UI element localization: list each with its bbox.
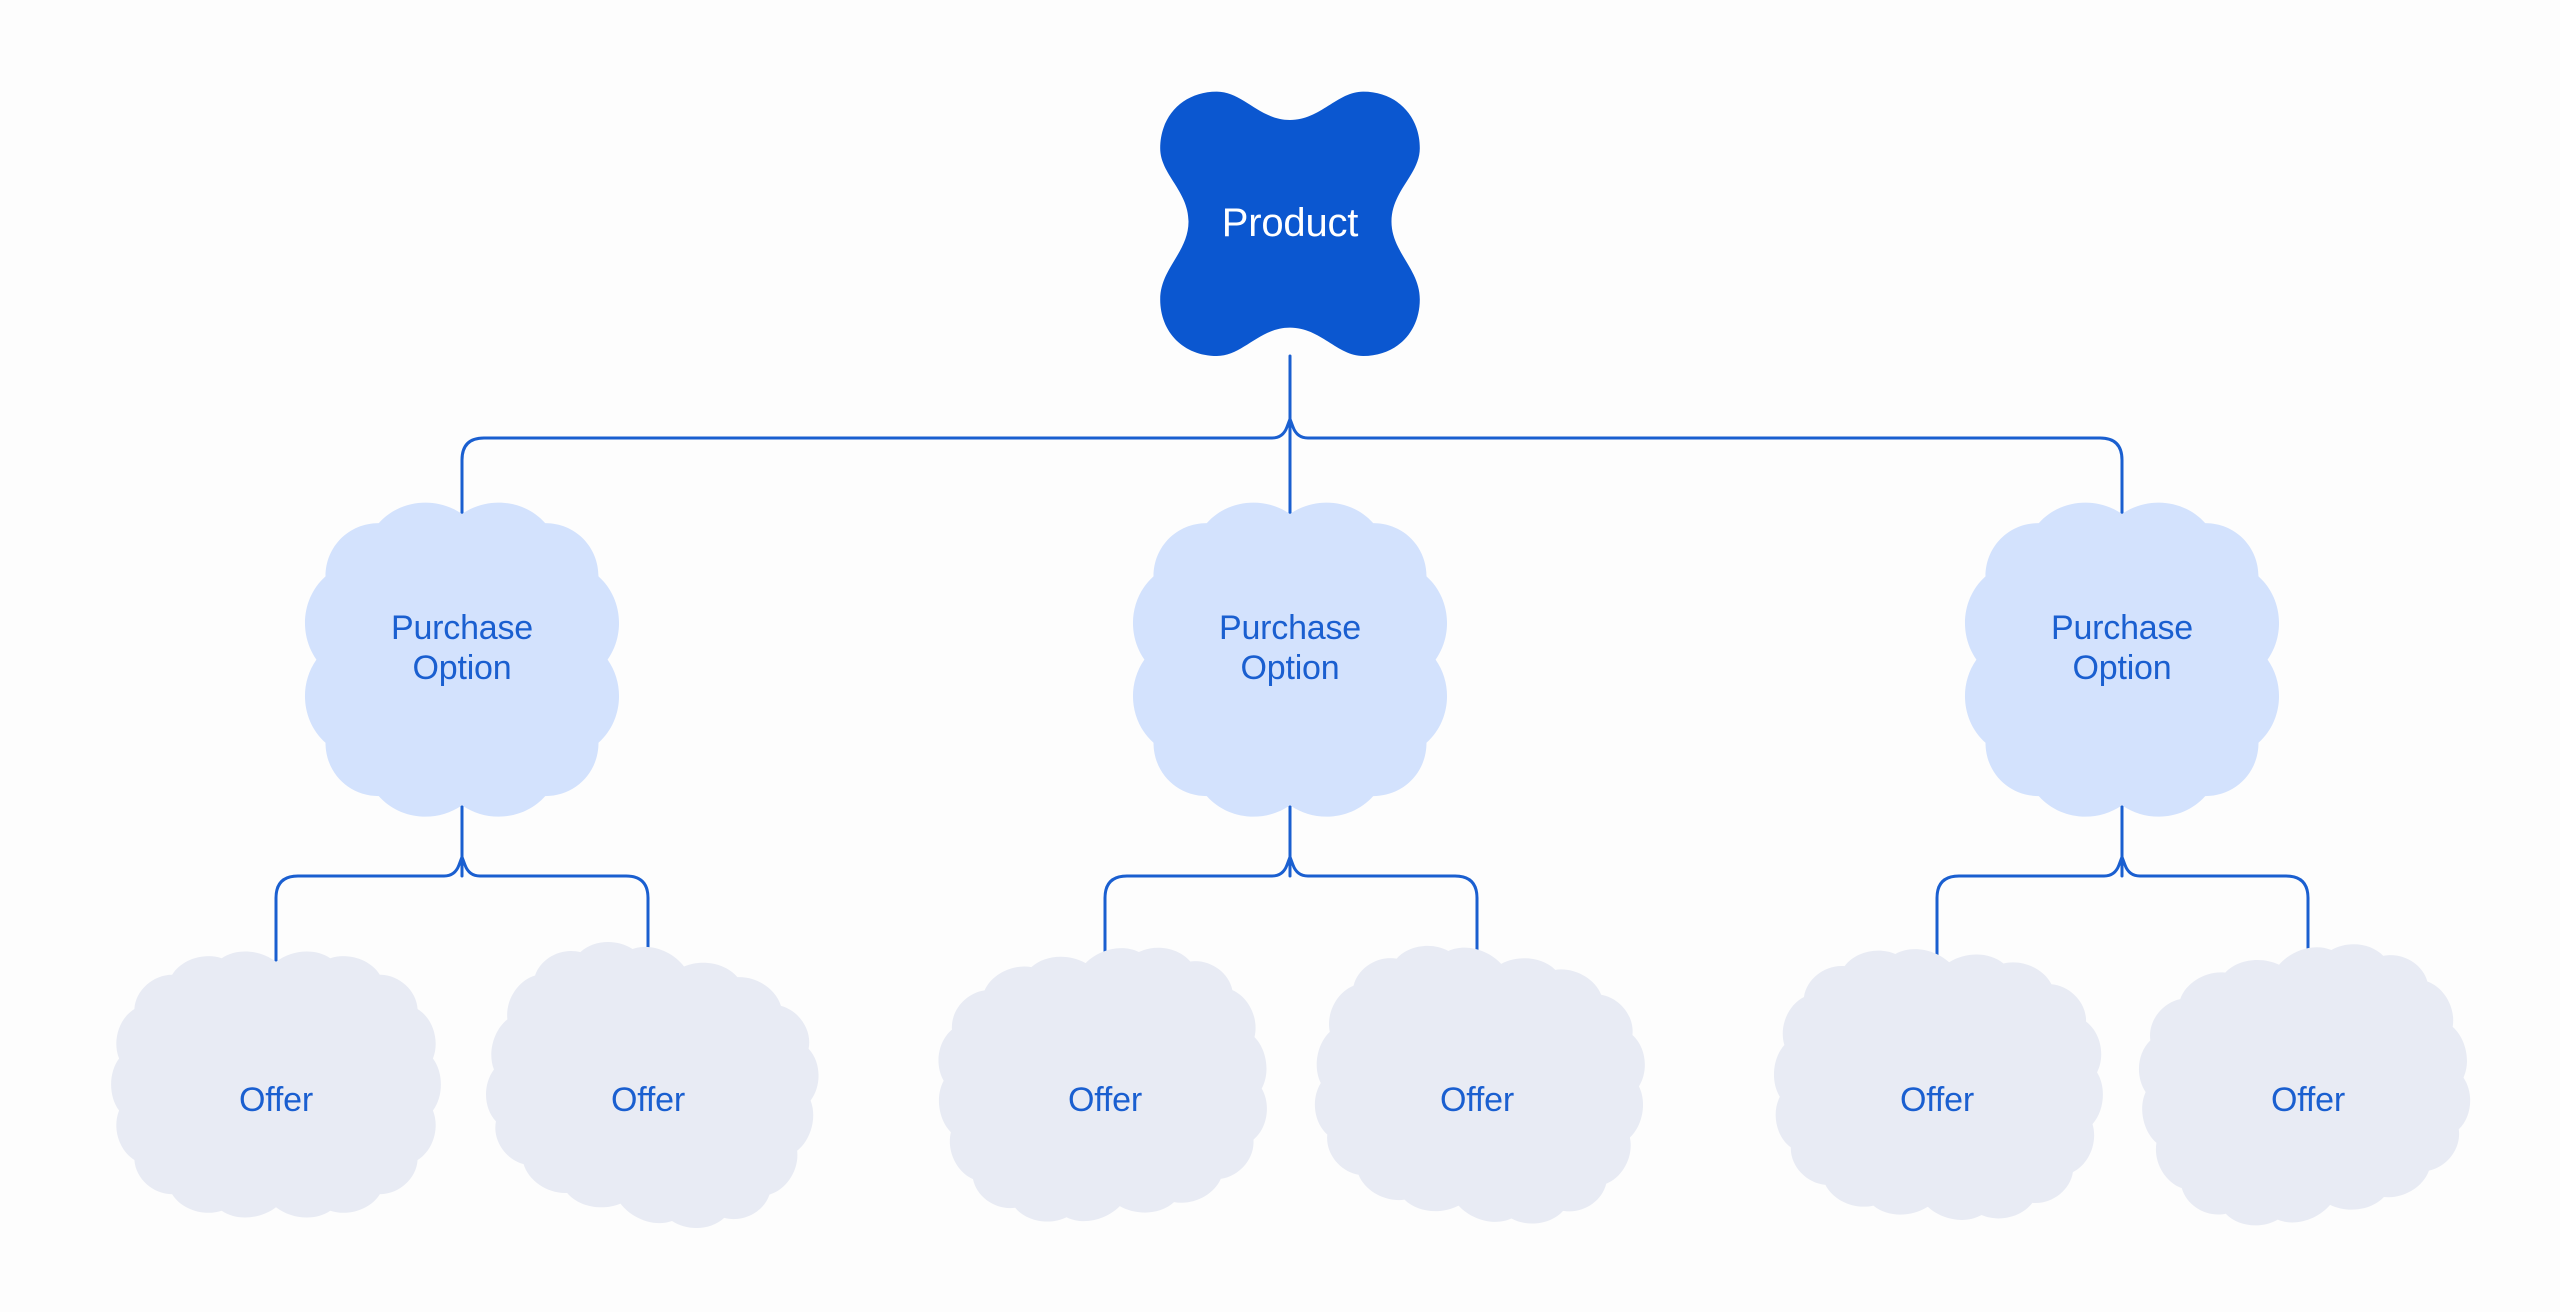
connector-branch-2-bus	[1103, 855, 1479, 967]
connector-branch-3-bus	[1935, 855, 2310, 967]
product-node-layer	[1160, 91, 1420, 356]
offer-node-shape[interactable]	[1294, 925, 1665, 1244]
offer-node-shape[interactable]	[1763, 938, 2115, 1232]
purchase-option-node-shape[interactable]	[1964, 502, 2280, 817]
offer-node-shape[interactable]	[459, 914, 846, 1256]
product-node-shape[interactable]	[1160, 91, 1420, 356]
connector-root-bus	[460, 417, 2124, 522]
purchase-option-node-layer	[304, 502, 2280, 817]
connector-layer	[274, 354, 2310, 967]
connector-branch-1-bus	[274, 855, 650, 967]
purchase-option-node-shape[interactable]	[1132, 502, 1448, 817]
offer-node-layer	[111, 914, 2494, 1256]
offer-node-shape[interactable]	[921, 930, 1285, 1239]
offer-node-shape[interactable]	[2116, 920, 2494, 1249]
purchase-option-node-shape[interactable]	[304, 502, 620, 817]
offer-node-shape[interactable]	[111, 951, 441, 1218]
